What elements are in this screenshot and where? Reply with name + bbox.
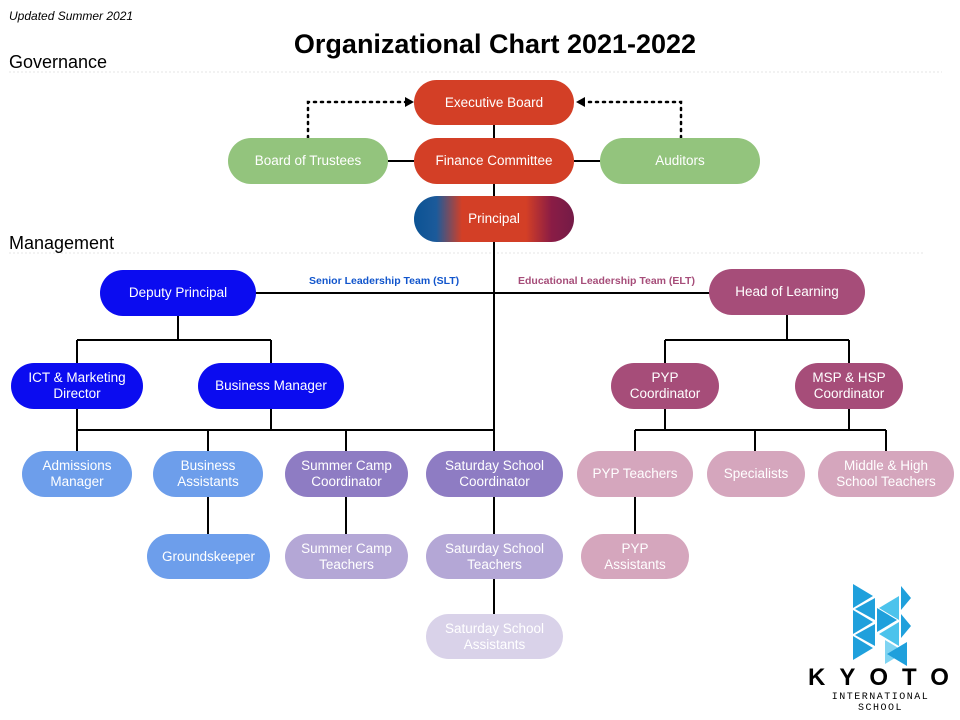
saturday-school-assistants-node[interactable]: Saturday School Assistants bbox=[426, 614, 563, 659]
saturday-school-teachers-node[interactable]: Saturday School Teachers bbox=[426, 534, 563, 579]
auditors-node[interactable]: Auditors bbox=[600, 138, 760, 184]
update-note: Updated Summer 2021 bbox=[9, 9, 134, 23]
section-dividers bbox=[9, 71, 942, 254]
school-logo-icon bbox=[853, 584, 911, 666]
middle-high-teachers-node[interactable]: Middle & High School Teachers bbox=[818, 451, 954, 497]
org-connectors bbox=[76, 125, 887, 614]
groundskeeper-node[interactable]: Groundskeeper bbox=[147, 534, 270, 579]
logo-wordmark: KYOTO bbox=[808, 664, 960, 691]
finance-committee-node[interactable]: Finance Committee bbox=[414, 138, 574, 184]
business-manager-node[interactable]: Business Manager bbox=[198, 363, 344, 409]
logo-subtitle: INTERNATIONAL SCHOOL bbox=[831, 692, 930, 714]
specialists-node[interactable]: Specialists bbox=[707, 451, 805, 497]
pyp-coordinator-node[interactable]: PYP Coordinator bbox=[611, 363, 719, 409]
head-of-learning-node[interactable]: Head of Learning bbox=[709, 269, 865, 315]
section-management: Management bbox=[9, 233, 115, 253]
pyp-teachers-node[interactable]: PYP Teachers bbox=[577, 451, 693, 497]
section-governance: Governance bbox=[9, 52, 108, 72]
deputy-principal-node[interactable]: Deputy Principal bbox=[100, 270, 256, 316]
saturday-school-coordinator-node[interactable]: Saturday School Coordinator bbox=[426, 451, 563, 497]
dotted-links bbox=[306, 100, 683, 140]
summer-camp-coordinator-node[interactable]: Summer Camp Coordinator bbox=[285, 451, 408, 497]
page-title: Organizational Chart 2021-2022 bbox=[293, 29, 697, 59]
principal-node[interactable]: Principal bbox=[414, 196, 574, 242]
executive-board-node[interactable]: Executive Board bbox=[414, 80, 574, 125]
elt-label: Educational Leadership Team (ELT) bbox=[518, 275, 695, 287]
business-assistants-node[interactable]: Business Assistants bbox=[153, 451, 263, 497]
msp-hsp-coordinator-node[interactable]: MSP & HSP Coordinator bbox=[795, 363, 903, 409]
summer-camp-teachers-node[interactable]: Summer Camp Teachers bbox=[285, 534, 408, 579]
arrowheads bbox=[405, 97, 585, 107]
pyp-assistants-node[interactable]: PYP Assistants bbox=[581, 534, 689, 579]
board-of-trustees-node[interactable]: Board of Trustees bbox=[228, 138, 388, 184]
admissions-manager-node[interactable]: Admissions Manager bbox=[22, 451, 132, 497]
slt-label: Senior Leadership Team (SLT) bbox=[309, 275, 460, 287]
ict-marketing-director-node[interactable]: ICT & Marketing Director bbox=[11, 363, 143, 409]
